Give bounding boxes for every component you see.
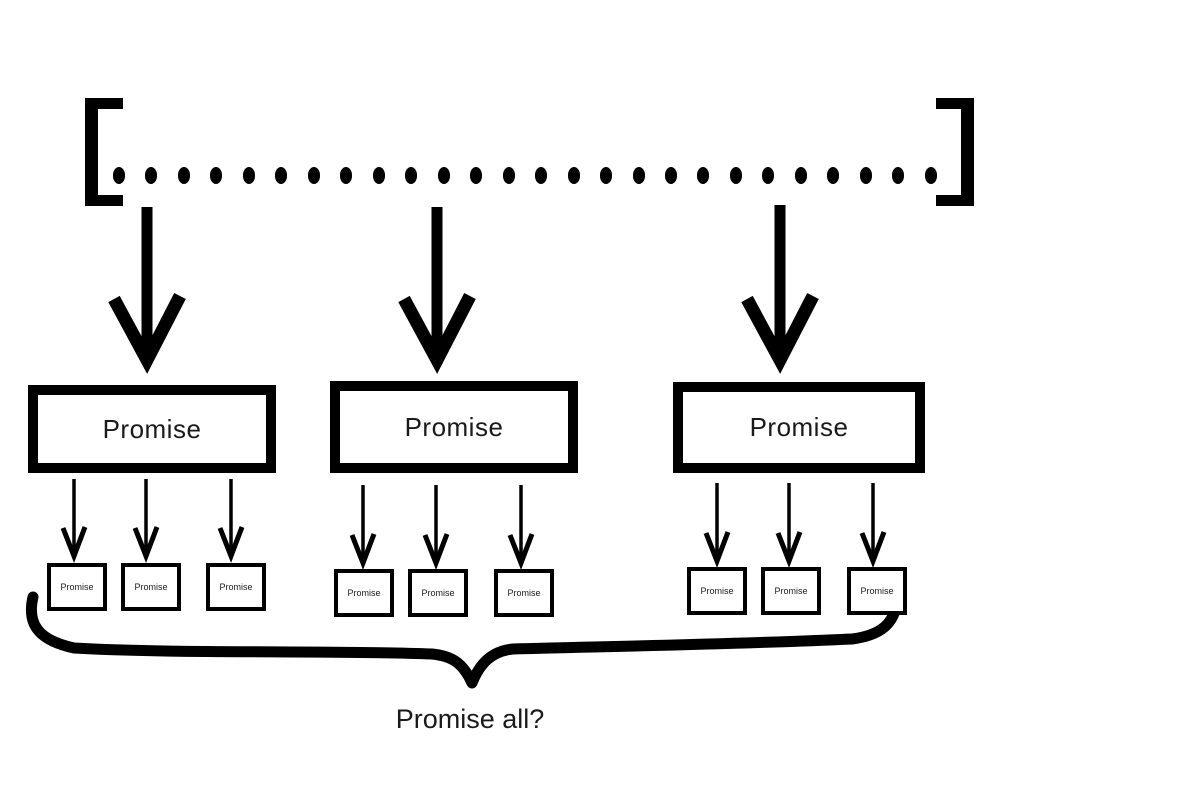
sub-promise-box-3b: Promise <box>761 567 821 615</box>
small-down-arrow-2c <box>507 485 535 570</box>
array-dot <box>794 167 807 184</box>
promise-box-2-label: Promise <box>404 411 504 442</box>
promise-box-3-label: Promise <box>749 412 849 442</box>
open-bracket-icon <box>85 98 123 206</box>
big-down-arrow-2 <box>398 207 476 374</box>
array-dot <box>210 167 223 184</box>
small-down-arrow-2a <box>349 485 377 570</box>
array-dot <box>729 167 742 184</box>
array-dot <box>242 167 255 184</box>
array-dot <box>664 167 677 184</box>
promise-box-2: Promise <box>330 381 578 473</box>
sub-promise-box-1b-label: Promise <box>134 582 168 592</box>
sub-promise-box-2b: Promise <box>408 569 468 617</box>
big-down-arrow-1 <box>108 207 186 374</box>
array-dot <box>372 167 385 184</box>
array-dot <box>535 167 548 184</box>
sub-promise-box-1a-label: Promise <box>60 582 94 592</box>
small-down-arrow-1c <box>217 479 245 563</box>
small-down-arrow-2b <box>422 485 450 570</box>
sub-promise-box-2a: Promise <box>334 569 394 617</box>
array-dot <box>470 167 483 184</box>
big-down-arrow-3 <box>741 205 819 374</box>
promise-box-1-label: Promise <box>102 413 202 444</box>
small-down-arrow-3b <box>775 483 803 568</box>
small-down-arrow-1b <box>132 479 160 563</box>
sub-promise-box-1c-label: Promise <box>219 582 253 592</box>
promise-box-3: Promise <box>673 382 925 473</box>
sub-promise-box-3c: Promise <box>847 567 907 615</box>
array-dot <box>567 167 580 184</box>
array-dot <box>924 167 937 184</box>
array-dot <box>859 167 872 184</box>
sub-promise-box-3b-label: Promise <box>774 586 808 596</box>
array-dot <box>307 167 320 184</box>
sub-promise-box-3a-label: Promise <box>700 586 734 596</box>
small-down-arrow-3a <box>703 483 731 568</box>
array-dot <box>600 167 613 184</box>
array-dot <box>177 167 190 184</box>
array-dot <box>113 167 125 184</box>
array-dot <box>762 167 775 184</box>
array-dot <box>697 167 710 184</box>
sub-promise-box-3a: Promise <box>687 567 747 615</box>
caption-promise-all: Promise all? <box>395 704 545 734</box>
array-dot <box>275 167 288 184</box>
sub-promise-box-2c-label: Promise <box>507 588 541 598</box>
promise-box-1: Promise <box>28 385 276 473</box>
sub-promise-box-2a-label: Promise <box>347 588 381 598</box>
array-dot <box>145 167 158 184</box>
sub-promise-box-2b-label: Promise <box>421 588 455 598</box>
array-dot <box>502 167 515 184</box>
array-dots <box>113 166 937 185</box>
array-dot <box>437 167 450 184</box>
close-bracket-icon <box>936 98 974 206</box>
small-down-arrow-1a <box>60 479 88 563</box>
sub-promise-box-1a: Promise <box>47 563 107 611</box>
sub-promise-box-1c: Promise <box>206 563 266 611</box>
array-dot <box>827 167 840 184</box>
small-down-arrow-3c <box>859 483 887 568</box>
array-dot <box>405 167 418 184</box>
sub-promise-box-1b: Promise <box>121 563 181 611</box>
array-dot <box>340 167 353 184</box>
sub-promise-box-2c: Promise <box>494 569 554 617</box>
array-dot <box>632 167 645 184</box>
sub-promise-box-3c-label: Promise <box>860 586 894 596</box>
array-dot <box>892 167 905 184</box>
